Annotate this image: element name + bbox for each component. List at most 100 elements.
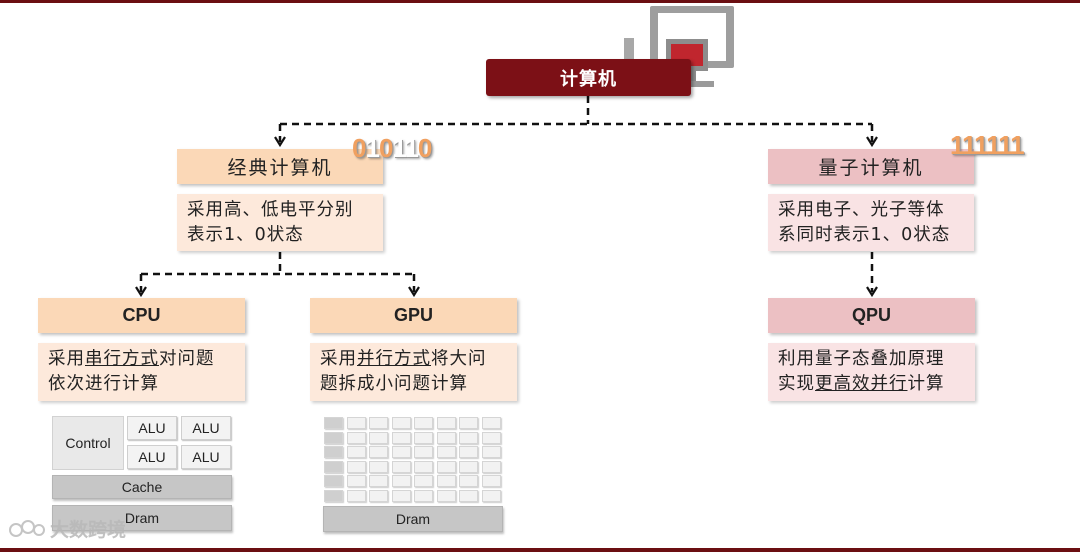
gpu-core-cell <box>346 431 366 444</box>
gpu-core-cell <box>414 446 433 458</box>
quantum-binary-digits: 111111 <box>950 130 1025 160</box>
gpu-core-cell <box>459 446 478 458</box>
binary-digit: 1 <box>365 133 380 163</box>
watermark: 大数跨境 <box>8 515 126 542</box>
bottom-border <box>0 548 1080 552</box>
gpu-core-cell <box>369 489 388 502</box>
top-border <box>0 0 1080 3</box>
gpu-control-cell <box>324 446 343 458</box>
gpu-description: 采用并行方式将大问 题拆成小问题计算 <box>310 343 517 401</box>
cpu-alu-label: ALU <box>192 449 220 465</box>
gpu-core-cell <box>436 489 456 502</box>
gpu-control-cell <box>324 489 343 502</box>
cpu-alu-4: ALU <box>181 445 231 469</box>
gpu-core-cell <box>346 446 366 458</box>
binary-digit: 0 <box>378 133 394 163</box>
gpu-desc-underlined: 并行方式 <box>357 349 431 369</box>
gpu-core-cell <box>369 446 388 458</box>
gpu-core-cell <box>481 460 501 473</box>
gpu-control-cell <box>324 460 343 473</box>
cpu-alu-1: ALU <box>127 416 177 440</box>
qpu-desc-line1: 利用量子态叠加原理 <box>778 349 945 369</box>
classical-desc-line2: 表示1、0状态 <box>187 224 304 245</box>
gpu-core-cell <box>481 475 501 487</box>
qpu-desc-line2: 实现更高效并行计算 <box>778 372 945 397</box>
quantum-desc-line2: 系同时表示1、0状态 <box>778 224 951 245</box>
gpu-core-cell <box>346 460 366 473</box>
cpu-dram-block: Dram <box>52 505 232 531</box>
qpu-header: QPU <box>768 298 975 333</box>
gpu-core-cell <box>481 446 501 458</box>
quantum-title: 量子计算机 <box>818 157 924 179</box>
binary-digit: 1 <box>392 133 405 163</box>
gpu-core-cell <box>346 489 366 502</box>
quantum-binary: 111111 <box>950 130 1025 161</box>
gpu-header: GPU <box>310 298 517 333</box>
gpu-core-cell <box>414 417 433 429</box>
cpu-header: CPU <box>38 298 245 333</box>
gpu-core-cell <box>346 417 366 429</box>
gpu-core-cell <box>391 475 411 487</box>
gpu-core-cell <box>481 417 501 429</box>
gpu-desc-line2: 题拆成小问题计算 <box>320 374 468 394</box>
classical-title: 经典计算机 <box>227 157 333 179</box>
qpu-description: 利用量子态叠加原理 实现更高效并行计算 <box>768 343 975 401</box>
cpu-alu-3: ALU <box>127 445 177 469</box>
qpu-desc-underlined: 更高效并行 <box>815 374 908 394</box>
gpu-core-cell <box>414 460 433 473</box>
gpu-desc-pre: 采用 <box>320 349 357 369</box>
gpu-desc-line1: 采用并行方式将大问 <box>320 347 487 372</box>
binary-digit: 0 <box>352 133 367 163</box>
gpu-core-cell <box>436 475 456 487</box>
gpu-core-cell <box>436 431 456 444</box>
gpu-core-cell <box>414 489 433 502</box>
gpu-core-cell <box>391 417 411 429</box>
cpu-dram-label: Dram <box>124 510 160 526</box>
cpu-alu-label: ALU <box>192 420 220 436</box>
gpu-core-cell <box>391 460 411 473</box>
cpu-description: 采用串行方式对问题 依次进行计算 <box>38 343 245 401</box>
quantum-description: 采用电子、光子等体 系同时表示1、0状态 <box>768 194 974 251</box>
gpu-core-cell <box>459 475 478 487</box>
binary-digit: 0 <box>417 133 433 163</box>
gpu-core-cell <box>481 489 501 502</box>
gpu-core-cell <box>459 460 478 473</box>
gpu-core-cell <box>391 446 411 458</box>
cpu-control-block: Control <box>52 416 124 470</box>
cpu-desc-post: 对问题 <box>159 349 215 369</box>
gpu-core-cell <box>346 475 366 487</box>
cpu-control-label: Control <box>65 435 111 451</box>
gpu-control-cell <box>324 417 343 429</box>
cpu-alu-2: ALU <box>181 416 231 440</box>
cpu-desc-underlined: 串行方式 <box>85 349 159 369</box>
cpu-desc-pre: 采用 <box>48 349 85 369</box>
classical-description: 采用高、低电平分别 表示1、0状态 <box>177 194 383 251</box>
binary-digit: 1 <box>404 133 419 163</box>
gpu-core-cell <box>414 475 433 487</box>
gpu-core-cell <box>369 460 388 473</box>
cpu-alu-label: ALU <box>138 449 166 465</box>
gpu-core-cell <box>436 446 456 458</box>
cpu-cache-block: Cache <box>52 475 232 499</box>
cpu-cache-label: Cache <box>121 479 163 495</box>
cpu-desc-line2: 依次进行计算 <box>48 374 159 394</box>
gpu-core-cell <box>369 475 388 487</box>
gpu-core-cell <box>436 417 456 429</box>
gpu-core-cell <box>369 431 388 444</box>
classical-binary-digits: 010110 <box>352 133 433 163</box>
gpu-dram-block: Dram <box>323 506 503 532</box>
classical-binary: 010110 <box>352 133 433 164</box>
classical-desc-line1: 采用高、低电平分别 <box>187 199 354 220</box>
gpu-core-cell <box>459 489 478 502</box>
gpu-core-cell <box>391 431 411 444</box>
gpu-core-cell <box>481 431 501 444</box>
watermark-text: 大数跨境 <box>50 519 127 541</box>
gpu-core-cell <box>459 431 478 444</box>
root-node-computer: 计算机 <box>486 59 691 96</box>
watermark-logo-icon <box>9 519 45 537</box>
gpu-control-cell <box>324 475 343 487</box>
gpu-core-cell <box>459 417 478 429</box>
gpu-core-cell <box>391 489 411 502</box>
root-label: 计算机 <box>560 68 617 90</box>
